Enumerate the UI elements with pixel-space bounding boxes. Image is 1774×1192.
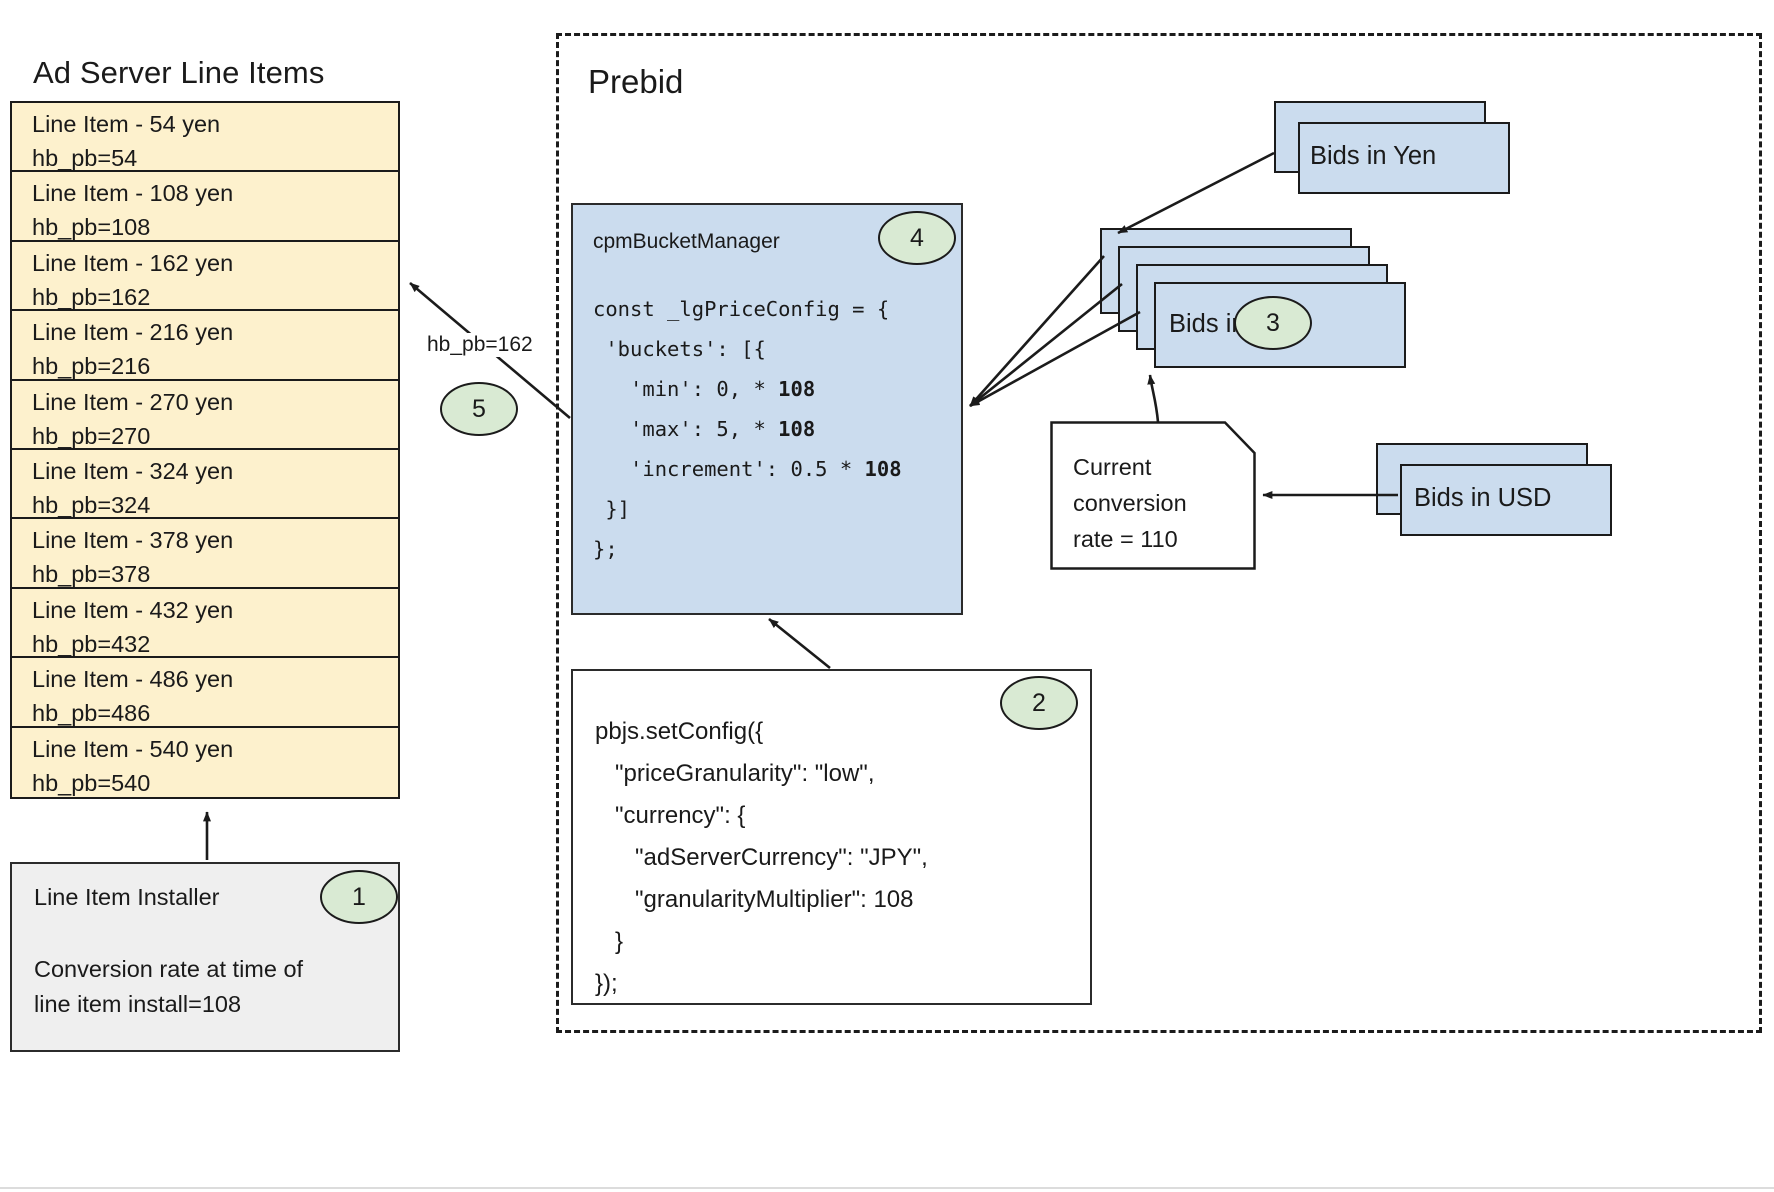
line-item-key: hb_pb=378 (32, 561, 151, 588)
line-item-key: hb_pb=162 (32, 283, 151, 310)
list-item[interactable]: Line Item - 540 yen hb_pb=540 (12, 728, 398, 797)
list-item[interactable]: Line Item - 162 yen hb_pb=162 (12, 242, 398, 312)
cpm-bucket-manager-box: cpmBucketManager const _lgPriceConfig = … (571, 203, 963, 615)
list-item[interactable]: Line Item - 216 yen hb_pb=216 (12, 311, 398, 381)
prebid-title: Prebid (588, 63, 684, 100)
list-item[interactable]: Line Item - 486 yen hb_pb=486 (12, 658, 398, 728)
line-item-key: hb_pb=540 (32, 769, 151, 796)
line-items-list: Line Item - 54 yen hb_pb=54 Line Item - … (10, 101, 400, 799)
line-item-key: hb_pb=216 (32, 353, 151, 380)
set-config-box: pbjs.setConfig({ "priceGranularity": "lo… (571, 669, 1092, 1005)
bids-in-usd-label: Bids in USD (1414, 484, 1552, 512)
line-item-name: Line Item - 432 yen (32, 596, 234, 623)
line-item-name: Line Item - 486 yen (32, 666, 234, 693)
line-item-key: hb_pb=324 (32, 491, 151, 518)
line-item-name: Line Item - 270 yen (32, 388, 234, 415)
badge-5[interactable]: 5 (440, 382, 518, 436)
line-item-key: hb_pb=432 (32, 630, 151, 657)
list-item[interactable]: Line Item - 432 yen hb_pb=432 (12, 589, 398, 659)
line-item-key: hb_pb=270 (32, 422, 151, 449)
list-item[interactable]: Line Item - 108 yen hb_pb=108 (12, 172, 398, 242)
set-config-code: pbjs.setConfig({ "priceGranularity": "lo… (595, 718, 928, 997)
badge-3[interactable]: 3 (1234, 296, 1312, 350)
line-item-name: Line Item - 324 yen (32, 457, 234, 484)
list-item[interactable]: Line Item - 270 yen hb_pb=270 (12, 381, 398, 450)
line-item-name: Line Item - 378 yen (32, 527, 234, 554)
badge-2[interactable]: 2 (1000, 676, 1078, 730)
bids-in-yen-top-label: Bids in Yen (1310, 142, 1437, 170)
installer-title: Line Item Installer (34, 884, 220, 910)
note-line2: conversion (1073, 490, 1187, 516)
list-item[interactable]: Line Item - 54 yen hb_pb=54 (12, 103, 398, 173)
installer-body-line1: Conversion rate at time of (34, 956, 304, 982)
bids-in-yen-top-card-front[interactable] (1298, 122, 1510, 194)
badge-1[interactable]: 1 (320, 870, 398, 924)
line-item-name: Line Item - 162 yen (32, 249, 234, 276)
note-line3: rate = 110 (1073, 526, 1178, 552)
bids-in-usd-card-front[interactable] (1400, 464, 1612, 536)
cpm-bucket-manager-code: const _lgPriceConfig = { 'buckets': [{ '… (593, 297, 902, 561)
list-item[interactable]: Line Item - 378 yen hb_pb=378 (12, 519, 398, 589)
line-item-name: Line Item - 540 yen (32, 735, 234, 762)
line-item-key: hb_pb=54 (32, 145, 138, 171)
installer-body: Conversion rate at time of line item ins… (34, 952, 303, 1022)
prebid-container (556, 33, 1762, 1033)
line-item-name: Line Item - 54 yen (32, 111, 221, 137)
line-item-key: hb_pb=486 (32, 700, 151, 727)
hb-pb-edge-label: hb_pb=162 (424, 333, 536, 357)
badge-4[interactable]: 4 (878, 211, 956, 265)
line-item-name: Line Item - 216 yen (32, 319, 234, 346)
line-item-name: Line Item - 108 yen (32, 180, 234, 207)
bottom-divider (0, 1187, 1774, 1189)
conversion-rate-note-label: Current conversion rate = 110 (1073, 449, 1187, 557)
cpm-bucket-manager-title: cpmBucketManager (593, 230, 780, 253)
ad-server-title: Ad Server Line Items (33, 55, 325, 90)
line-item-key: hb_pb=108 (32, 214, 151, 241)
list-item[interactable]: Line Item - 324 yen hb_pb=324 (12, 450, 398, 520)
note-line1: Current (1073, 454, 1152, 480)
installer-body-line2: line item install=108 (34, 991, 242, 1017)
